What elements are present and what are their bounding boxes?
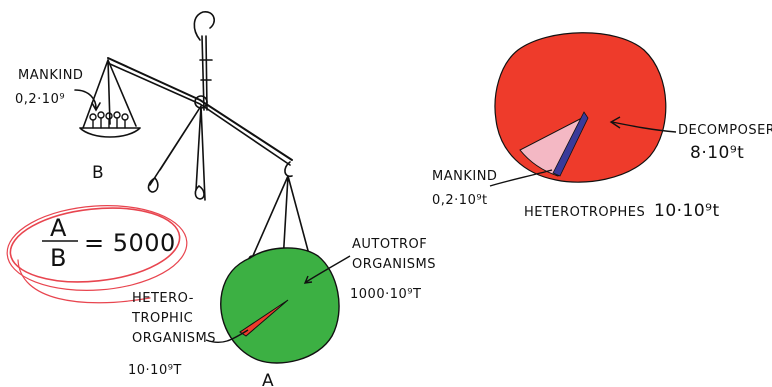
ratio-value: = 5000	[84, 229, 176, 257]
ratio-numerator: A	[50, 214, 67, 242]
pie-mankind-value: 0,2·10⁹t	[432, 193, 488, 208]
ratio-denominator: B	[50, 244, 67, 272]
heterotrophic-label-2: TROPHIC	[131, 311, 193, 326]
pan-a-label: A	[262, 371, 274, 387]
pie-mankind-label: MANKIND	[432, 169, 497, 184]
autotrophic-label-1: AUTOTROF	[352, 237, 427, 252]
heterotrophes-value: 10·10⁹t	[654, 201, 720, 221]
mankind-label: MANKIND	[18, 68, 83, 83]
pie-mankind-arrow	[490, 170, 552, 186]
pan-a-hook	[285, 162, 292, 176]
autotrophic-label-2: ORGANISMS	[352, 257, 436, 272]
scale-hook	[194, 12, 214, 40]
mankind-value: 0,2·10⁹	[15, 92, 65, 107]
decomposers-label: DECOMPOSERS	[678, 123, 772, 138]
decomposers-value: 8·10⁹t	[690, 143, 744, 163]
heterotrophic-label-1: HETERO-	[132, 291, 194, 306]
heterotroph-pie	[495, 33, 666, 182]
pan-b-label: B	[92, 163, 104, 183]
autotrophic-value: 1000·10⁹T	[350, 287, 421, 302]
heterotrophic-value: 10·10⁹T	[128, 363, 182, 378]
pan-b	[80, 128, 140, 137]
heterotrophes-label: HETEROTROPHES	[524, 205, 645, 220]
heterotrophic-label-3: ORGANISMS	[132, 331, 216, 346]
